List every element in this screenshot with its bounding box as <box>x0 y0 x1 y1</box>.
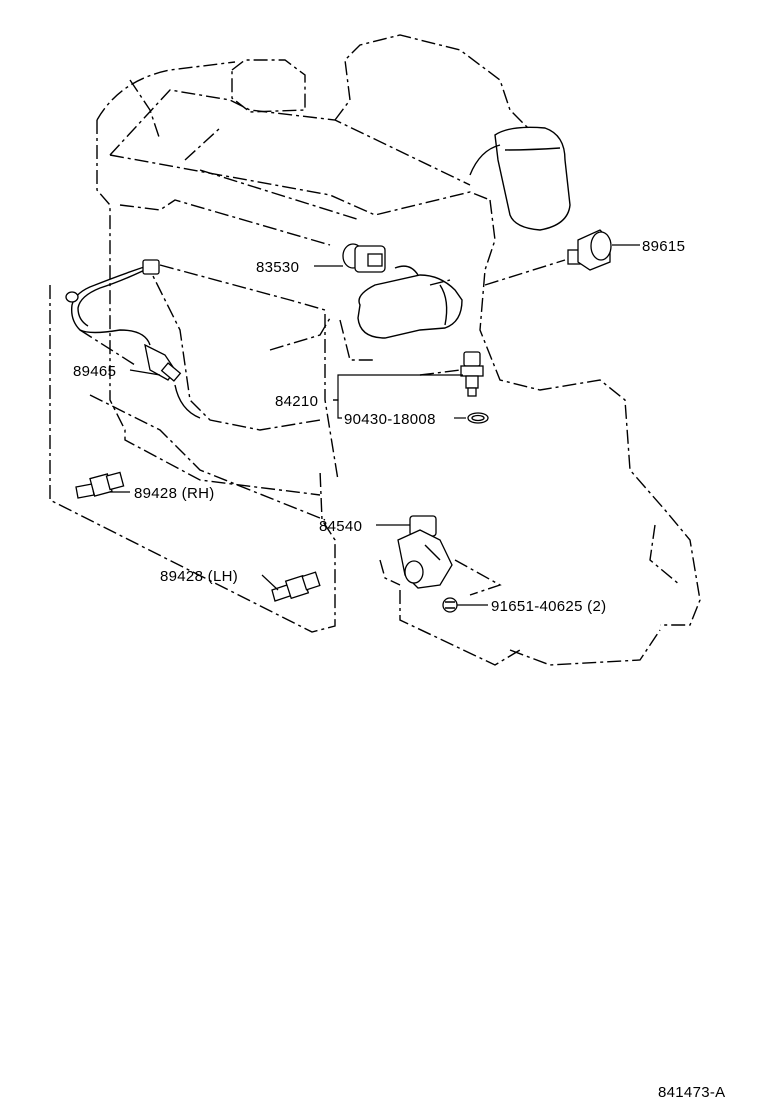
oil-pressure-switch-83530 <box>342 243 386 273</box>
temperature-sensor-89428-lh <box>271 571 321 602</box>
label-83530: 83530 <box>256 259 299 276</box>
diagram-code: 841473-A <box>658 1084 725 1101</box>
gasket-90430-18008 <box>467 412 489 424</box>
label-89615: 89615 <box>642 238 685 255</box>
label-89428-lh: 89428 (LH) <box>160 568 238 585</box>
knock-sensor-89615 <box>567 229 612 271</box>
label-84210: 84210 <box>275 393 318 410</box>
label-84540: 84540 <box>319 518 362 535</box>
throttle-position-sensor-84540 <box>397 515 453 589</box>
part-labels: 83530 89615 89465 84210 90430-18008 8942… <box>73 238 725 1101</box>
screw-91651-40625 <box>442 597 458 613</box>
leader-lines <box>110 244 640 606</box>
label-89428-rh: 89428 (RH) <box>134 485 215 502</box>
label-89465: 89465 <box>73 363 116 380</box>
oxygen-sensor-89465 <box>65 259 182 382</box>
engine-solid-details <box>174 126 571 419</box>
temperature-sensor-89428-rh <box>75 471 125 499</box>
temperature-sender-84210 <box>460 351 484 397</box>
label-90430-18008: 90430-18008 <box>344 411 436 428</box>
engine-outline <box>49 34 701 666</box>
label-91651-40625: 91651-40625 (2) <box>491 598 606 615</box>
